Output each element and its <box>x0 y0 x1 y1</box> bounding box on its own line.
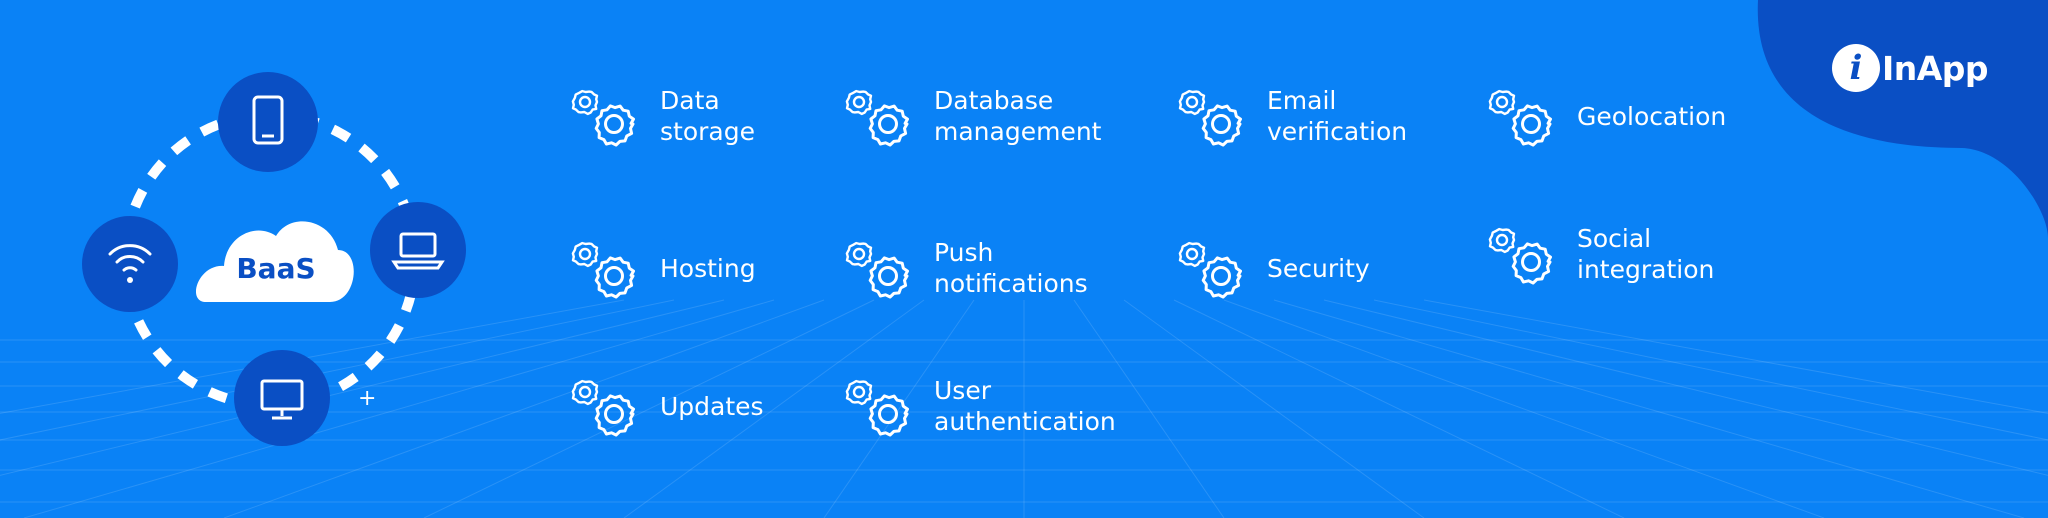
feature-data-storage[interactable]: Data storage <box>568 84 755 148</box>
plus-sign: + <box>358 386 377 411</box>
baas-diagram <box>82 72 466 446</box>
tablet-node[interactable] <box>218 72 318 172</box>
feature-social-integration[interactable]: Social integration <box>1485 222 1714 286</box>
feature-label: Push notifications <box>934 238 1088 298</box>
gears-icon <box>571 379 635 437</box>
feature-user-authentication[interactable]: User authentication <box>842 374 1116 438</box>
laptop-icon <box>391 232 445 270</box>
feature-label: Social integration <box>1577 224 1715 284</box>
inapp-logo[interactable]: i InApp <box>1832 38 1989 98</box>
baas-label: BaaS <box>236 252 316 285</box>
laptop-node[interactable] <box>370 202 466 298</box>
feature-label: Database management <box>934 86 1102 146</box>
wifi-icon <box>108 244 152 283</box>
inapp-logo-mark: i <box>1832 44 1880 92</box>
feature-updates[interactable]: Updates <box>568 374 764 438</box>
monitor-node[interactable] <box>234 350 330 446</box>
feature-geolocation[interactable]: Geolocation <box>1485 84 1726 148</box>
feature-hosting[interactable]: Hosting <box>568 236 756 300</box>
gears-icon <box>1488 89 1552 147</box>
feature-label: Data storage <box>660 86 755 146</box>
monitor-icon <box>260 379 304 420</box>
feature-push-notifications[interactable]: Push notifications <box>842 236 1088 300</box>
gears-icon <box>571 241 635 299</box>
feature-label: User authentication <box>934 376 1116 436</box>
gears-icon <box>571 89 635 147</box>
feature-label: Geolocation <box>1577 101 1727 131</box>
gears-icon <box>845 241 909 299</box>
feature-security[interactable]: Security <box>1175 236 1370 300</box>
logo-mark-letter: i <box>1849 48 1863 88</box>
feature-label: Email verification <box>1267 86 1408 146</box>
feature-label: Updates <box>660 391 764 421</box>
cloud-shape <box>195 221 354 302</box>
gears-icon <box>845 89 909 147</box>
wifi-node[interactable] <box>82 216 178 312</box>
gears-icon <box>1178 241 1242 299</box>
feature-label: Security <box>1267 253 1370 283</box>
gears-icon <box>1488 227 1552 285</box>
gears-icon <box>1178 89 1242 147</box>
feature-database-management[interactable]: Database management <box>842 84 1101 148</box>
logo-text: InApp <box>1882 48 1989 88</box>
tablet-icon <box>252 95 284 145</box>
gears-icon <box>845 379 909 437</box>
feature-label: Hosting <box>660 253 756 283</box>
feature-email-verification[interactable]: Email verification <box>1175 84 1407 148</box>
